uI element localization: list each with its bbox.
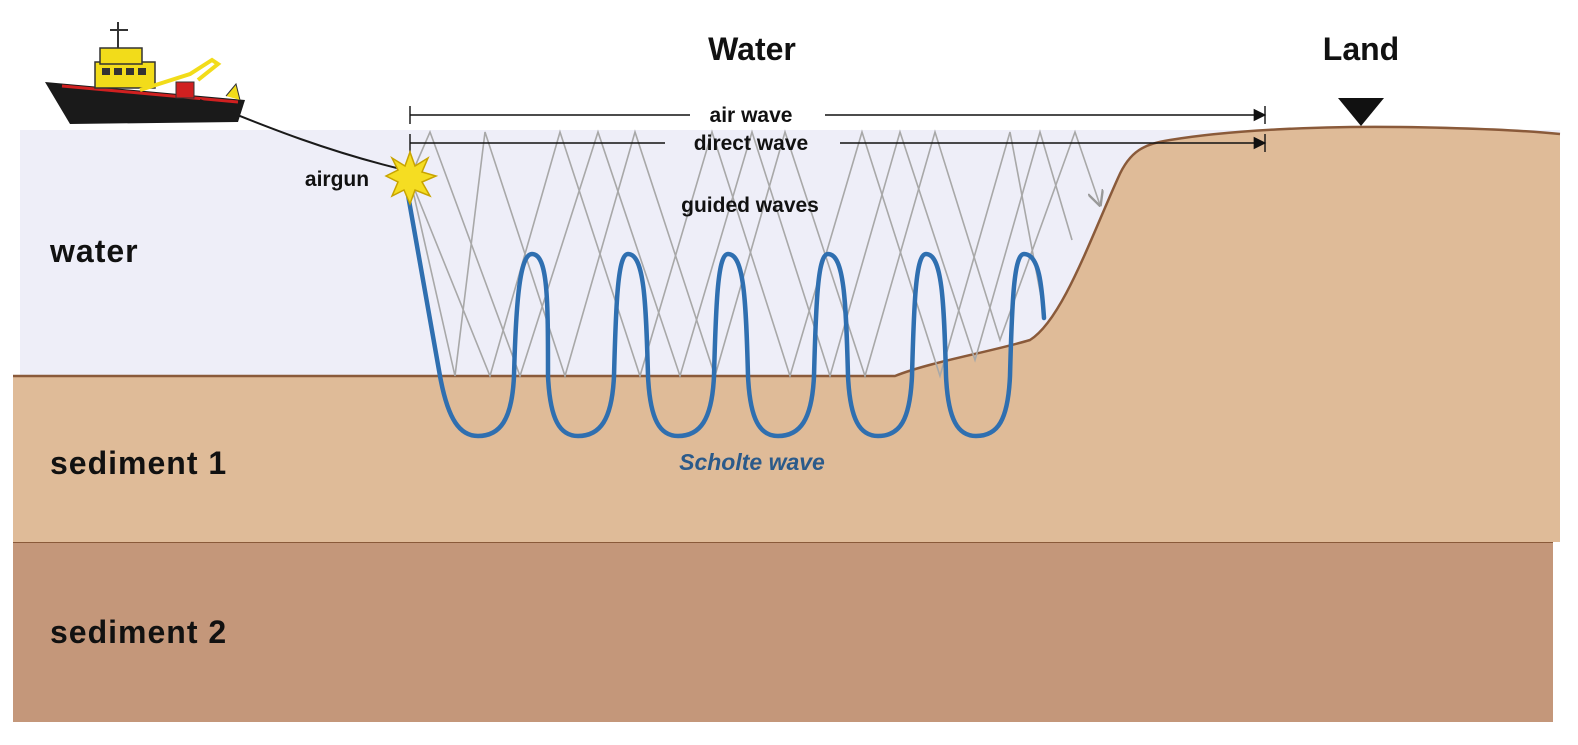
airgun-label: airgun [305,168,369,191]
layer-label-water: water [49,233,139,269]
survey-ship-icon [45,22,245,124]
sediment-2-layer [13,542,1553,722]
layer-label-sediment-2: sediment 2 [50,614,227,650]
scholte-wave-path [402,175,1047,439]
land-slope [13,126,1560,542]
receiver-triangle-icon [1338,98,1384,126]
air-wave-label: air wave [710,104,793,127]
direct-wave-label: direct wave [694,132,808,155]
seafloor-line [13,125,1561,378]
airgun-flash-icon [384,149,439,207]
scholte-wave-label: Scholte wave [679,449,825,475]
layer-label-sediment-1: sediment 1 [50,445,227,481]
tow-cable [199,99,406,171]
heading-land: Land [1323,31,1399,67]
guided-waves-label: guided waves [681,194,819,217]
direct-wave-measure [409,134,1267,152]
air-wave-measure [409,106,1267,124]
heading-water: Water [708,31,796,67]
